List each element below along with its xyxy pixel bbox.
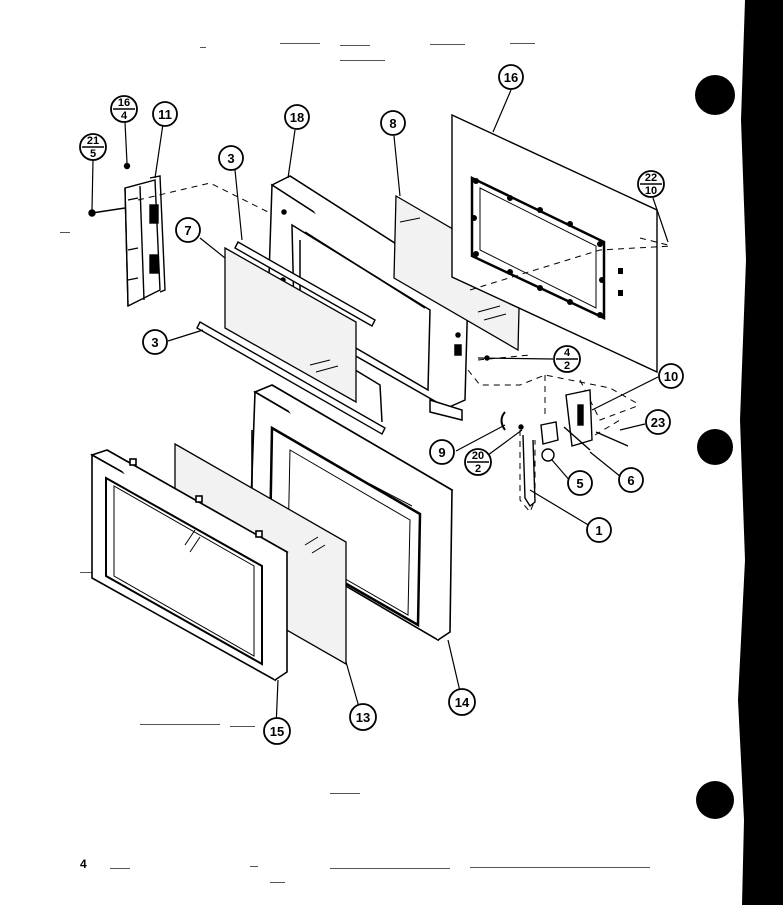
svg-text:23: 23 xyxy=(651,415,665,430)
glass-panel-7 xyxy=(224,246,357,404)
binder-hole-bottom xyxy=(696,781,734,819)
callout-16: 16 xyxy=(498,64,524,90)
callout-16-4: 16 4 xyxy=(110,95,138,123)
callout-5: 5 xyxy=(567,470,593,496)
svg-text:18: 18 xyxy=(290,110,304,125)
svg-text:16: 16 xyxy=(118,97,130,109)
front-trim-frame xyxy=(90,449,289,682)
callout-6: 6 xyxy=(618,467,644,493)
svg-text:10: 10 xyxy=(645,185,657,197)
svg-text:3: 3 xyxy=(227,151,234,166)
svg-text:5: 5 xyxy=(90,148,96,160)
svg-text:16: 16 xyxy=(504,70,518,85)
svg-text:7: 7 xyxy=(184,223,191,238)
svg-text:2: 2 xyxy=(564,360,570,372)
svg-text:11: 11 xyxy=(158,107,172,122)
svg-text:22: 22 xyxy=(645,172,657,184)
page-number: 4 xyxy=(80,857,87,871)
svg-text:21: 21 xyxy=(87,135,99,147)
callout-23: 23 xyxy=(645,409,671,435)
callout-1: 1 xyxy=(586,517,612,543)
binder-hole-top xyxy=(695,75,735,115)
glass-trim-strips xyxy=(196,241,386,435)
callout-9: 9 xyxy=(429,439,455,465)
svg-text:6: 6 xyxy=(627,473,634,488)
callout-4-2: 4 2 xyxy=(553,345,581,373)
svg-text:20: 20 xyxy=(472,450,484,462)
svg-text:15: 15 xyxy=(270,724,284,739)
svg-text:1: 1 xyxy=(595,523,602,538)
callout-15: 15 xyxy=(263,717,291,745)
callout-10: 10 xyxy=(658,363,684,389)
scan-edge-shadow xyxy=(738,0,783,905)
callout-18: 18 xyxy=(284,104,310,130)
latch-hardware xyxy=(484,355,629,508)
callout-14: 14 xyxy=(448,688,476,716)
binder-hole-middle xyxy=(697,429,733,465)
callout-bubbles: 16 4 11 21 5 18 8 16 22 10 xyxy=(79,64,684,745)
svg-text:3: 3 xyxy=(151,335,158,350)
callout-3-upper: 3 xyxy=(218,145,244,171)
svg-text:10: 10 xyxy=(664,369,678,384)
callout-22-10: 22 10 xyxy=(637,170,665,198)
callout-13: 13 xyxy=(349,703,377,731)
hinge-assembly xyxy=(88,162,166,308)
callout-21-5: 21 5 xyxy=(79,133,107,161)
outer-door-frame xyxy=(245,384,454,642)
svg-text:8: 8 xyxy=(389,116,396,131)
callout-11: 11 xyxy=(152,101,178,127)
callout-7: 7 xyxy=(175,217,201,243)
svg-text:4: 4 xyxy=(564,347,571,359)
svg-text:5: 5 xyxy=(576,476,583,491)
svg-text:14: 14 xyxy=(455,695,470,710)
callout-8: 8 xyxy=(380,110,406,136)
scan-noise xyxy=(60,43,650,883)
svg-text:13: 13 xyxy=(356,710,370,725)
svg-text:2: 2 xyxy=(475,463,481,475)
svg-text:9: 9 xyxy=(438,445,445,460)
door-liner-panel xyxy=(451,113,658,374)
callout-3-lower: 3 xyxy=(142,329,168,355)
callout-20-2: 20 2 xyxy=(464,448,492,476)
svg-text:4: 4 xyxy=(121,110,128,122)
